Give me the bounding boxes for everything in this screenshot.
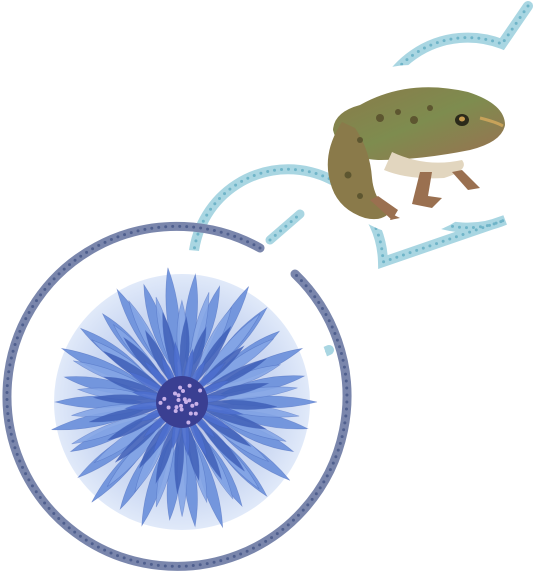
- cornflower-stamen: [173, 392, 177, 396]
- cornflower-stamen: [194, 402, 198, 406]
- cornflower-stamen: [159, 401, 163, 405]
- frog-photo: [325, 65, 505, 235]
- cornflower-stamen: [177, 393, 181, 397]
- cornflower-stamen: [167, 406, 171, 410]
- cornflower-stamen: [178, 386, 182, 390]
- cornflower-stamen: [180, 408, 184, 412]
- cornflower-stamen: [188, 384, 192, 388]
- cornflower-stamen: [187, 398, 191, 402]
- cornflower-center: [156, 376, 208, 428]
- cornflower-stamen: [174, 409, 178, 413]
- cornflower-stamen: [190, 404, 194, 408]
- cornflower-stamen: [189, 412, 193, 416]
- cornflower-stamen: [186, 421, 190, 425]
- cornflower-photo: [30, 250, 334, 554]
- cornflower-stamen: [194, 412, 198, 416]
- cornflower-stamen: [175, 405, 179, 409]
- cornflower-stamen: [181, 389, 185, 393]
- cornflower-stamen: [183, 397, 187, 401]
- cornflower-stamen: [198, 389, 202, 393]
- cornflower-stamen: [177, 398, 181, 402]
- cornflower-stamen: [179, 404, 183, 408]
- cornflower-stamen: [162, 397, 166, 401]
